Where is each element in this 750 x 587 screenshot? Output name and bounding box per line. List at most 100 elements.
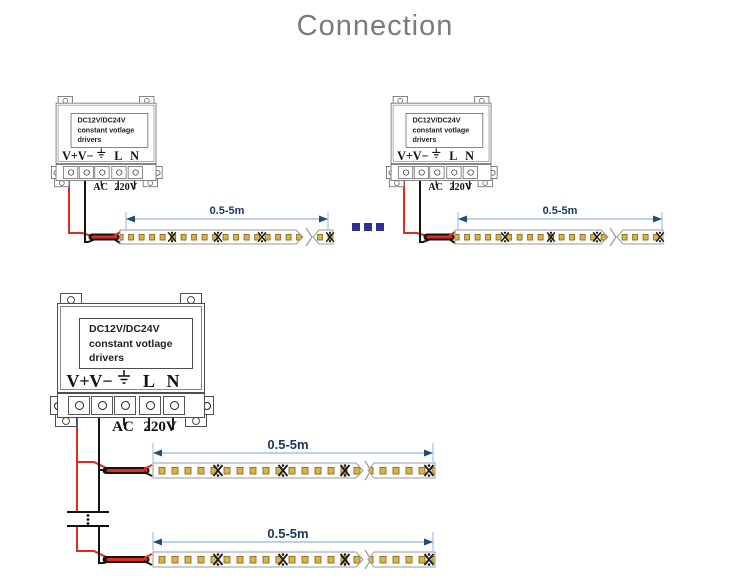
connector-tip-negative	[143, 560, 153, 566]
voltage-label: 220V	[114, 181, 138, 193]
terminal-label-vminus: V−	[89, 371, 113, 391]
driver-label-line: constant votlage	[412, 126, 470, 135]
terminal	[163, 396, 185, 415]
terminal-label-line: L	[449, 149, 458, 163]
strip-segment	[616, 229, 664, 245]
lead-line	[133, 180, 135, 190]
terminal	[429, 166, 445, 179]
driver-label-line: DC12V/DC24V	[412, 116, 461, 125]
driver-label-line: DC12V/DC24V	[89, 323, 160, 335]
mounting-hole-icon	[482, 180, 488, 186]
mounting-hole-icon	[394, 180, 400, 186]
terminal-label-neutral: N	[166, 371, 180, 391]
connector-tip-negative	[143, 471, 153, 477]
led-strip-top-right: 0.5-5m	[454, 205, 665, 247]
terminal-label-neutral: N	[465, 149, 475, 163]
terminal	[139, 396, 161, 415]
screw-icon	[97, 401, 107, 410]
led-strip-bottom-1: 0.5-5m	[152, 437, 436, 481]
driver-body: DC12V/DC24V constant votlage drivers V+ …	[55, 102, 157, 164]
terminal	[94, 166, 110, 179]
lead-line	[468, 180, 470, 190]
strip-segment	[119, 229, 304, 245]
terminal-block	[390, 164, 492, 181]
terminal-label-vminus: V−	[77, 149, 94, 163]
strip-segment	[454, 229, 609, 245]
length-label: 0.5-5m	[543, 205, 578, 217]
positive-wire	[68, 170, 93, 237]
driver-label-box: DC12V/DC24V constant votlage drivers	[70, 113, 149, 148]
terminal-label-line: L	[114, 149, 123, 163]
terminal	[63, 166, 79, 179]
lead-line	[117, 180, 119, 190]
screw-icon	[120, 401, 130, 410]
screw-icon	[98, 169, 106, 176]
driver-label-line: drivers	[89, 352, 125, 364]
terminal-label-vplus: V+	[397, 149, 413, 163]
driver-label-line: drivers	[412, 136, 437, 145]
lead-line	[435, 180, 437, 186]
strip-segment	[367, 551, 436, 568]
mounting-hole-icon	[147, 180, 153, 186]
terminal	[462, 166, 478, 179]
mounting-hole-icon	[62, 417, 70, 425]
screw-icon	[74, 401, 84, 410]
terminal-label-line: L	[142, 371, 156, 391]
earth-ground-icon	[96, 148, 106, 162]
length-label: 0.5-5m	[210, 205, 245, 217]
driver-label-box: DC12V/DC24V constant votlage drivers	[405, 113, 484, 148]
positive-wire	[403, 170, 428, 237]
screw-icon	[467, 169, 474, 176]
connector-tip-negative	[448, 238, 456, 244]
break-mark	[305, 227, 313, 247]
terminal	[91, 396, 113, 415]
terminal-label-vplus: V+	[62, 149, 78, 163]
lead-line	[148, 417, 150, 430]
screw-icon	[169, 401, 179, 410]
terminal-label-neutral: N	[130, 149, 140, 163]
lead-line	[100, 180, 102, 186]
driver-body: DC12V/DC24V constant votlage drivers V+ …	[57, 303, 205, 393]
voltage-label: 220V	[449, 181, 473, 193]
break-mark	[609, 227, 617, 247]
strip-segment	[367, 462, 436, 479]
ac-label: AC	[112, 419, 134, 435]
terminal	[68, 396, 90, 415]
connector-tip-positive	[143, 464, 153, 470]
vertical-ellipsis-icon	[86, 514, 90, 525]
ac-label: AC	[93, 181, 108, 193]
terminal	[413, 166, 429, 179]
driver-label-line: constant votlage	[89, 337, 173, 350]
terminal	[398, 166, 414, 179]
bottom-wiring	[67, 405, 153, 566]
terminal-block	[57, 393, 205, 418]
screw-icon	[433, 169, 441, 176]
led-strip-bottom-2: 0.5-5m	[152, 526, 436, 570]
terminal	[114, 396, 136, 415]
connector-tip-positive	[448, 231, 456, 237]
top-right-wiring	[403, 170, 456, 244]
screw-icon	[132, 169, 139, 176]
lead-line	[123, 417, 125, 425]
mounting-hole-icon	[192, 417, 200, 425]
page-title: Connection	[296, 10, 454, 42]
screw-icon	[402, 169, 409, 176]
terminal	[78, 166, 94, 179]
mounting-hole-icon	[59, 180, 65, 186]
screw-icon	[418, 169, 425, 176]
connector-tip-positive	[143, 553, 153, 559]
earth-ground-icon	[431, 148, 441, 162]
ac-label: AC	[428, 181, 443, 193]
length-label: 0.5-5m	[267, 437, 308, 452]
driver-body: DC12V/DC24V constant votlage drivers V+ …	[390, 102, 492, 164]
driver-label-box: DC12V/DC24V constant votlage drivers	[79, 318, 193, 369]
earth-ground-icon	[117, 369, 132, 389]
screw-icon	[145, 401, 155, 410]
driver-label-line: constant votlage	[77, 126, 135, 135]
led-driver-top-right: DC12V/DC24V constant votlage drivers V+ …	[385, 96, 498, 199]
driver-label-line: DC12V/DC24V	[77, 116, 126, 125]
led-driver-top-left: DC12V/DC24V constant votlage drivers V+ …	[50, 96, 163, 199]
terminal-block	[55, 164, 157, 181]
screw-icon	[115, 169, 123, 176]
